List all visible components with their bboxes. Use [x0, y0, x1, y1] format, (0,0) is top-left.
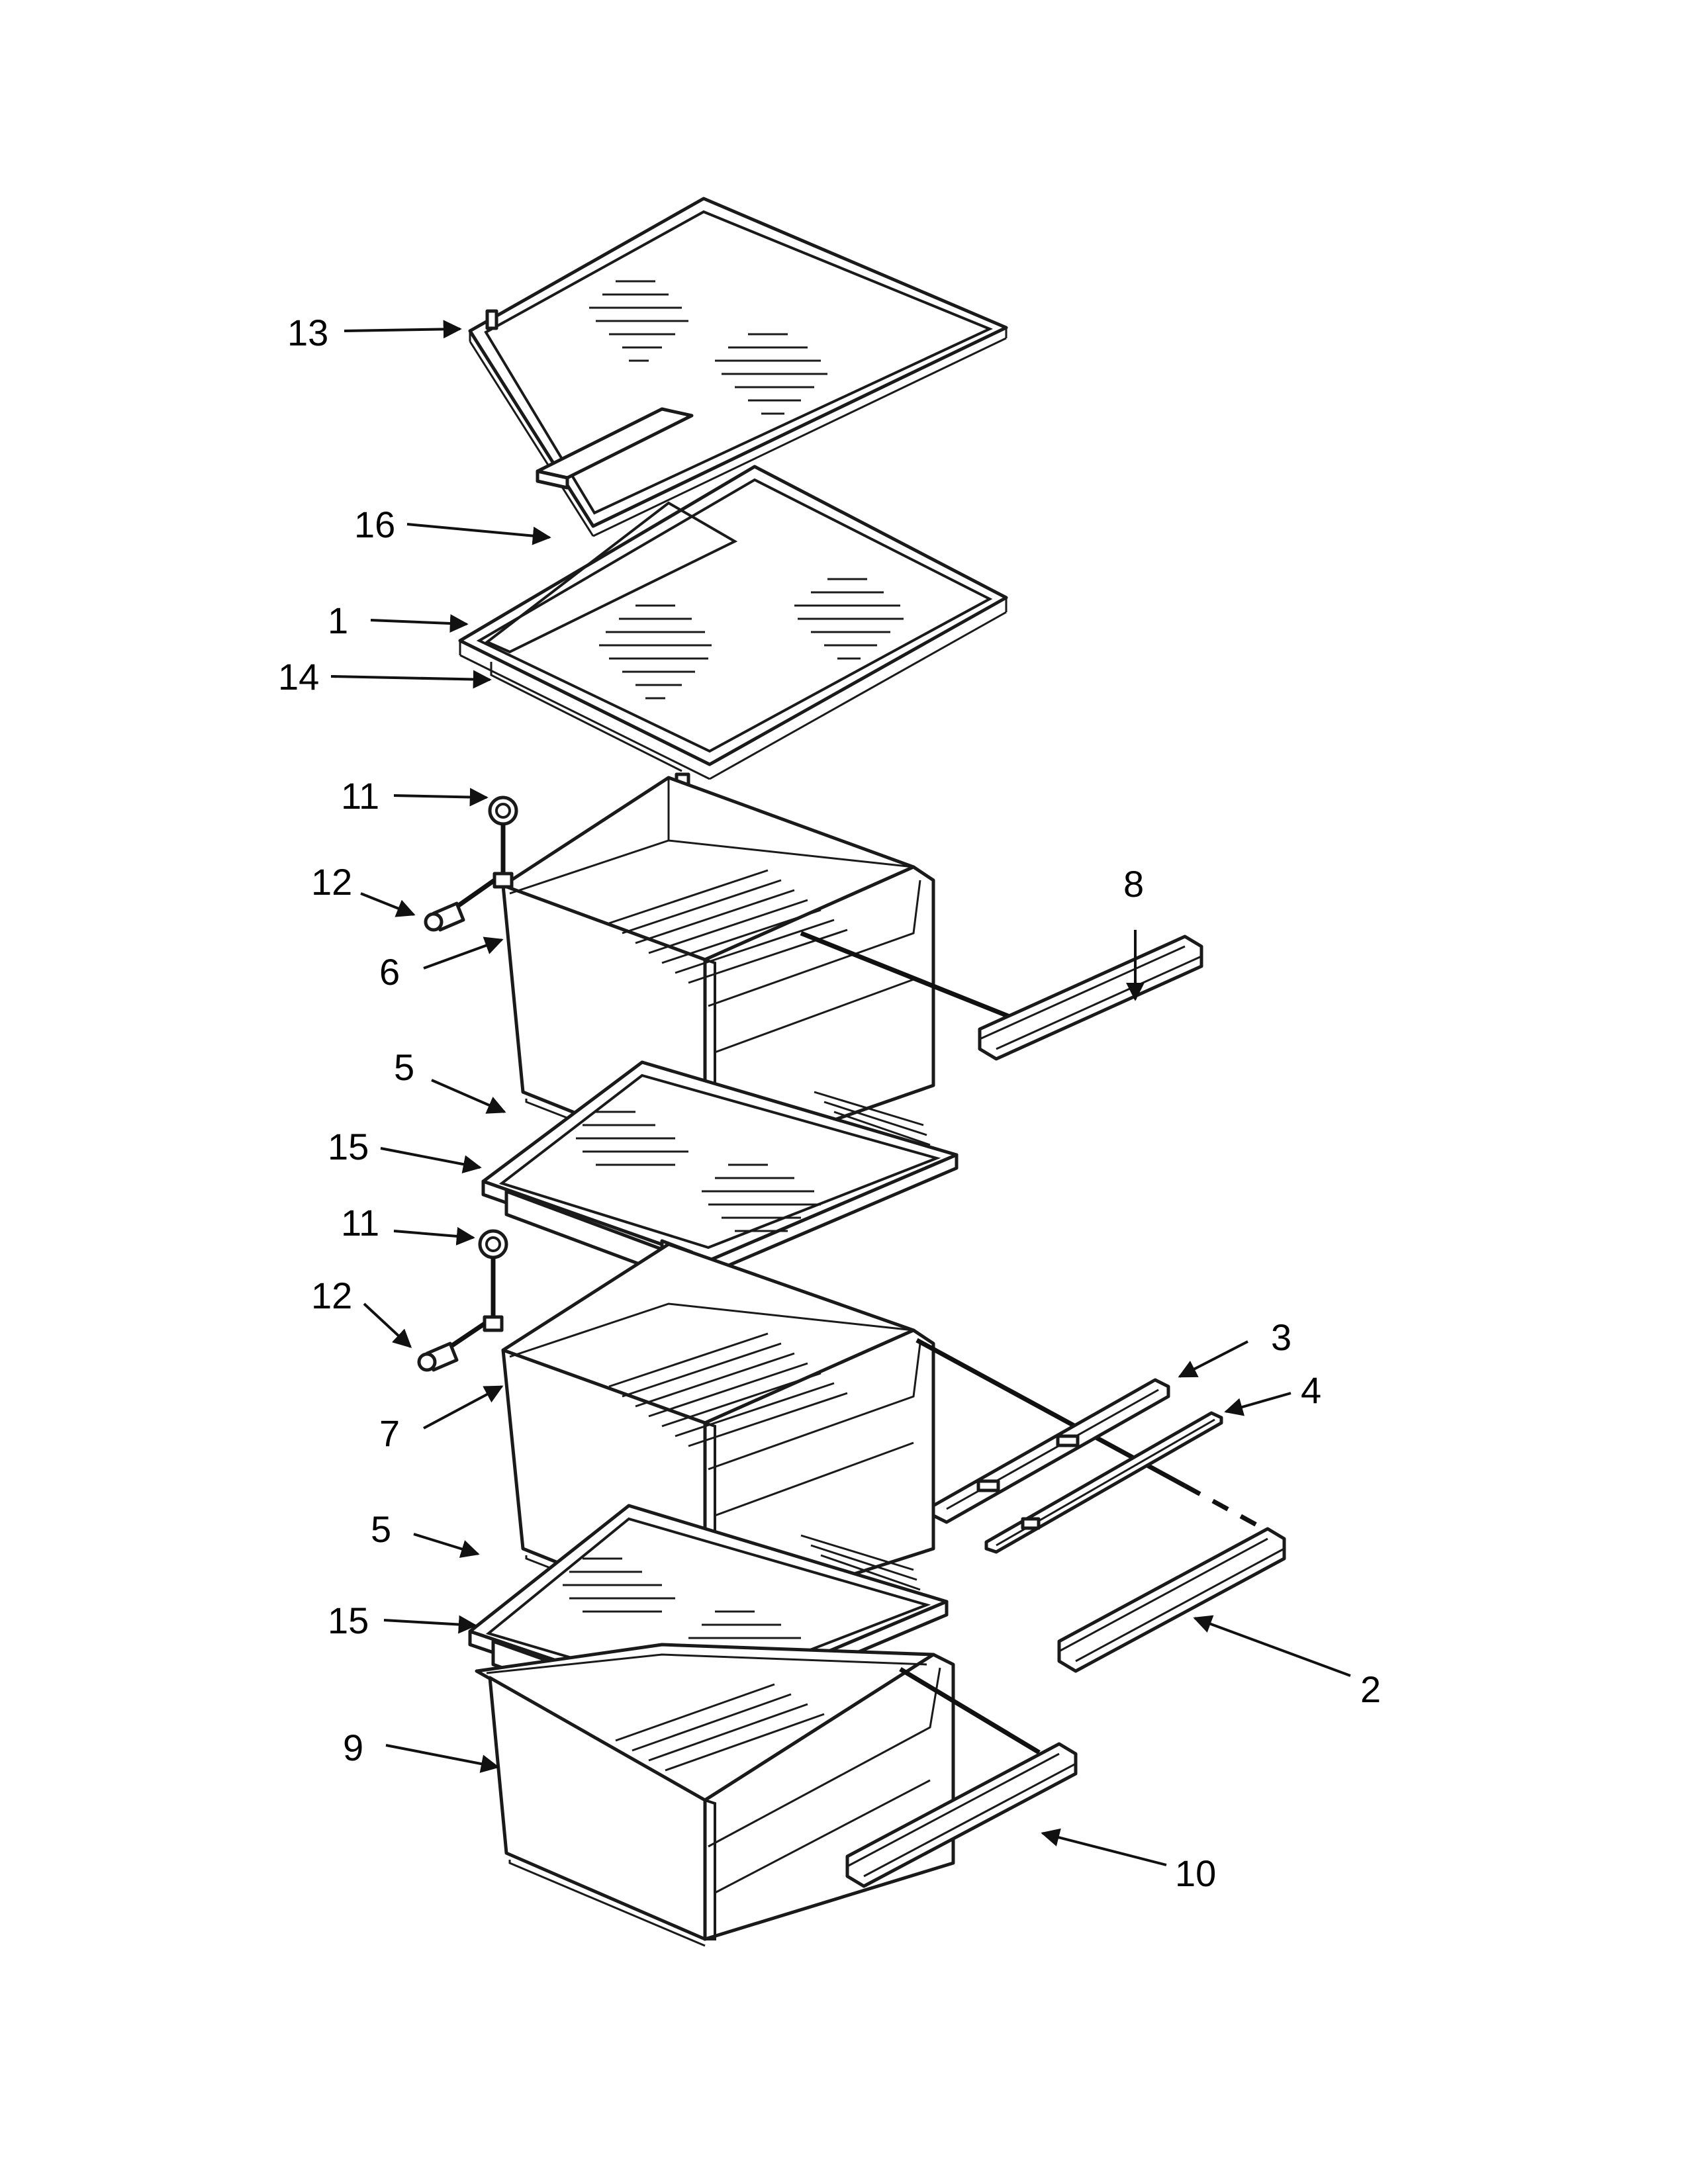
drawer-9 [475, 1643, 955, 1947]
callout-10: 10 [1175, 1852, 1216, 1894]
callout-8: 8 [1123, 863, 1144, 905]
rod-10-axis [899, 1666, 1041, 1755]
callout-1: 1 [328, 600, 348, 641]
callout-14: 14 [278, 656, 319, 698]
callout-3: 3 [1271, 1316, 1291, 1358]
callout-2: 2 [1360, 1668, 1381, 1710]
callout-15-upper: 15 [328, 1126, 369, 1167]
callout-11-upper: 11 [341, 775, 379, 817]
rod-2-dashed [1184, 1483, 1259, 1528]
slide-rail-10 [845, 1742, 1078, 1888]
slide-3 [931, 1378, 1170, 1524]
callout-15-lower: 15 [328, 1600, 369, 1641]
trim-16 [536, 407, 694, 490]
callout-4: 4 [1301, 1369, 1321, 1411]
callout-12-upper: 12 [311, 861, 352, 903]
humidity-control-upper [424, 796, 518, 932]
drawer-7 [501, 1242, 935, 1629]
callout-9: 9 [343, 1727, 363, 1768]
callout-12-lower: 12 [311, 1275, 352, 1316]
callout-6: 6 [379, 951, 400, 993]
rod-8-axis [800, 931, 1034, 1028]
crisper-cover-5-upper [481, 1060, 959, 1293]
callout-11-lower: 11 [341, 1202, 379, 1244]
callout-13: 13 [287, 312, 328, 353]
humidity-control-lower [417, 1229, 508, 1372]
callout-7: 7 [379, 1412, 400, 1454]
slide-4 [984, 1411, 1223, 1554]
shelf-1 [458, 465, 1008, 790]
callout-16: 16 [354, 504, 395, 545]
callout-5-lower: 5 [371, 1508, 391, 1550]
slide-rail-2 [1057, 1527, 1286, 1673]
callout-5-upper: 5 [394, 1046, 414, 1088]
slide-rail-8 [978, 934, 1203, 1061]
leader-lines [330, 320, 1351, 1866]
